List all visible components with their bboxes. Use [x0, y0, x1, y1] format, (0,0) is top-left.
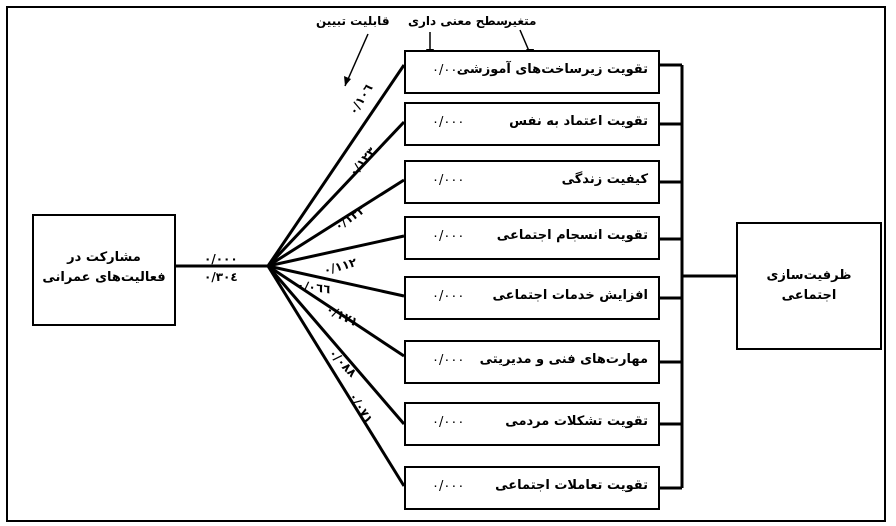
variable-sig: ۰/۰۰۰ — [432, 63, 465, 78]
variable-label: افزایش خدمات اجتماعی — [492, 288, 648, 303]
variable-label: تقویت اعتماد به نفس — [509, 114, 648, 129]
variable-sig: ۰/۰۰۰ — [432, 353, 465, 368]
variable-label: تقویت تشکلات مردمی — [505, 414, 648, 429]
variable-sig: ۰/۰۰۰ — [432, 115, 465, 130]
variable-box-8: تقویت تعاملات اجتماعی ۰/۰۰۰ — [404, 466, 660, 510]
header-explanatory: قابلیت تبیین — [316, 14, 390, 28]
variable-box-4: تقویت انسجام اجتماعی ۰/۰۰۰ — [404, 216, 660, 260]
header-significance: سطح معنی داری — [408, 14, 508, 28]
variable-label: تقویت انسجام اجتماعی — [496, 228, 648, 243]
variable-box-7: تقویت تشکلات مردمی ۰/۰۰۰ — [404, 402, 660, 446]
variable-sig: ۰/۰۰۰ — [432, 415, 465, 430]
variable-label: مهارت‌های فنی و مدیریتی — [479, 352, 648, 367]
variable-box-6: مهارت‌های فنی و مدیریتی ۰/۰۰۰ — [404, 340, 660, 384]
variable-box-5: افزایش خدمات اجتماعی ۰/۰۰۰ — [404, 276, 660, 320]
variable-sig: ۰/۰۰۰ — [432, 479, 465, 494]
source-r2: ۰/۳۰٤ — [204, 270, 238, 284]
diagram-frame — [6, 6, 886, 522]
variable-box-2: تقویت اعتماد به نفس ۰/۰۰۰ — [404, 102, 660, 146]
variable-sig: ۰/۰۰۰ — [432, 229, 465, 244]
variable-label: تقویت تعاملات اجتماعی — [495, 478, 648, 493]
variable-sig: ۰/۰۰۰ — [432, 173, 465, 188]
source-box: مشارکت در فعالیت‌های عمرانی — [32, 214, 176, 326]
variable-sig: ۰/۰۰۰ — [432, 289, 465, 304]
target-label: ظرفیت‌سازی اجتماعی — [766, 268, 852, 303]
variable-label: کیفیت زندگی — [561, 172, 648, 187]
variable-box-3: کیفیت زندگی ۰/۰۰۰ — [404, 160, 660, 204]
source-label: مشارکت در فعالیت‌های عمرانی — [42, 250, 166, 285]
target-box: ظرفیت‌سازی اجتماعی — [736, 222, 882, 350]
variable-label: تقویت زیرساخت‌های آموزشی — [456, 62, 648, 77]
source-sig: ۰/۰۰۰ — [204, 252, 238, 266]
header-variable: متغیر — [505, 14, 537, 28]
variable-box-1: تقویت زیرساخت‌های آموزشی ۰/۰۰۰ — [404, 50, 660, 94]
